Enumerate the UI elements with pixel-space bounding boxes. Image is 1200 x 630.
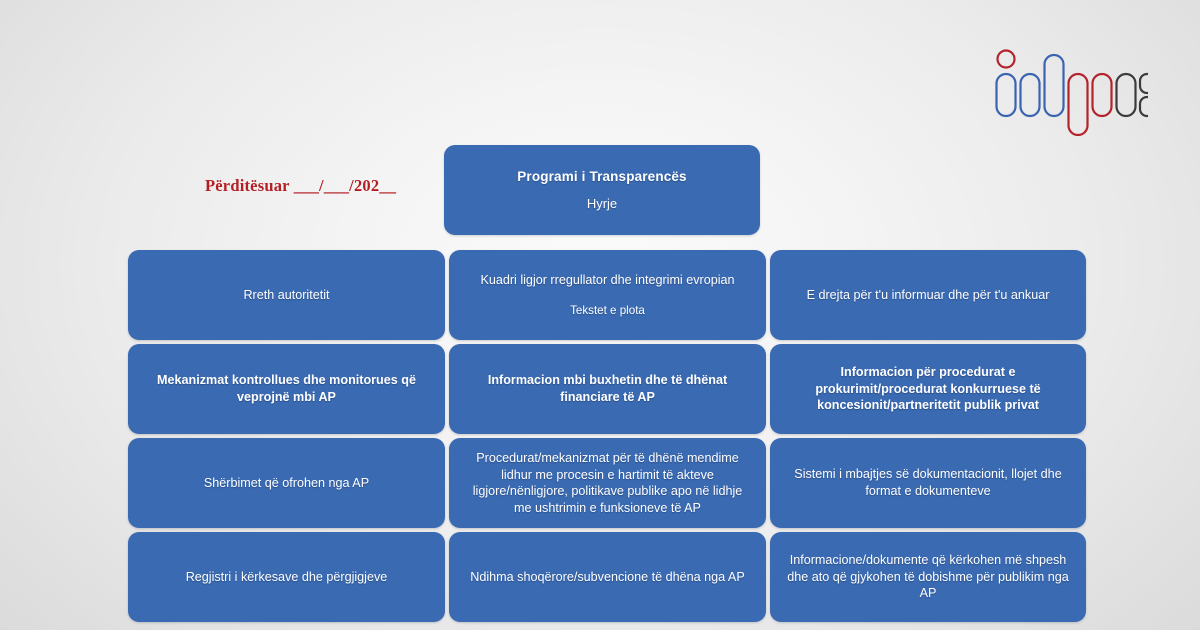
idp-logo	[992, 46, 1161, 137]
card-label: Informacion mbi buxhetin dhe të dhënat f…	[487, 373, 728, 404]
idp-logo-icon	[995, 49, 1161, 137]
card-label: Ndihma shoqërore/subvencione të dhëna ng…	[470, 569, 745, 584]
card-procedurat-mekanizmat-mendime[interactable]: Procedurat/mekanizmat për të dhënë mendi…	[449, 438, 766, 528]
page-title: Programi i Transparencës	[517, 169, 687, 184]
page-subtitle: Hyrje	[586, 196, 618, 211]
card-label: Sistemi i mbajtjes së dokumentacionit, l…	[794, 467, 1062, 498]
card-e-drejta-per-tu-informuar[interactable]: E drejta për t'u informuar dhe për t'u a…	[770, 250, 1086, 340]
card-label: Procedurat/mekanizmat për të dhënë mendi…	[472, 451, 743, 515]
card-regjistri-kerkesave[interactable]: Regjistri i kërkesave dhe përgjigjeve	[128, 532, 445, 622]
card-label: Regjistri i kërkesave dhe përgjigjeve	[185, 569, 388, 584]
card-label: Rreth autoritetit	[243, 287, 330, 302]
updated-date-note: Përditësuar ___/___/202__	[205, 176, 397, 195]
card-label: E drejta për t'u informuar dhe për t'u a…	[806, 287, 1050, 302]
card-sistemi-mbajtjes-dokumentacionit[interactable]: Sistemi i mbajtjes së dokumentacionit, l…	[770, 438, 1086, 528]
card-label: Mekanizmat kontrollues dhe monitorues që…	[157, 373, 416, 404]
card-label: Informacion për procedurat e prokurimit/…	[815, 365, 1041, 413]
card-informacione-te-kerkuara-shpesh[interactable]: Informacione/dokumente që kërkohen më sh…	[770, 532, 1086, 622]
card-informacion-prokurime[interactable]: Informacion për procedurat e prokurimit/…	[770, 344, 1086, 434]
card-label: Shërbimet që ofrohen nga AP	[203, 475, 370, 490]
header-card-programi-i-transparences[interactable]: Programi i Transparencës Hyrje	[444, 145, 760, 235]
card-kuadri-ligjor[interactable]: Kuadri ligjor rregullator dhe integrimi …	[449, 250, 766, 340]
card-rreth-autoritetit[interactable]: Rreth autoritetit	[128, 250, 445, 340]
transparency-sections-grid: Rreth autoritetit Kuadri ligjor rregulla…	[128, 250, 1086, 622]
card-mekanizmat-kontrollues[interactable]: Mekanizmat kontrollues dhe monitorues që…	[128, 344, 445, 434]
card-label: Kuadri ligjor rregullator dhe integrimi …	[480, 272, 735, 287]
card-sublabel: Tekstet e plota	[570, 303, 645, 317]
card-label: Informacione/dokumente që kërkohen më sh…	[787, 553, 1069, 601]
card-informacion-buxheti[interactable]: Informacion mbi buxhetin dhe të dhënat f…	[449, 344, 766, 434]
card-sherbimet-nga-ap[interactable]: Shërbimet që ofrohen nga AP	[128, 438, 445, 528]
card-ndihma-shoqerore[interactable]: Ndihma shoqërore/subvencione të dhëna ng…	[449, 532, 766, 622]
